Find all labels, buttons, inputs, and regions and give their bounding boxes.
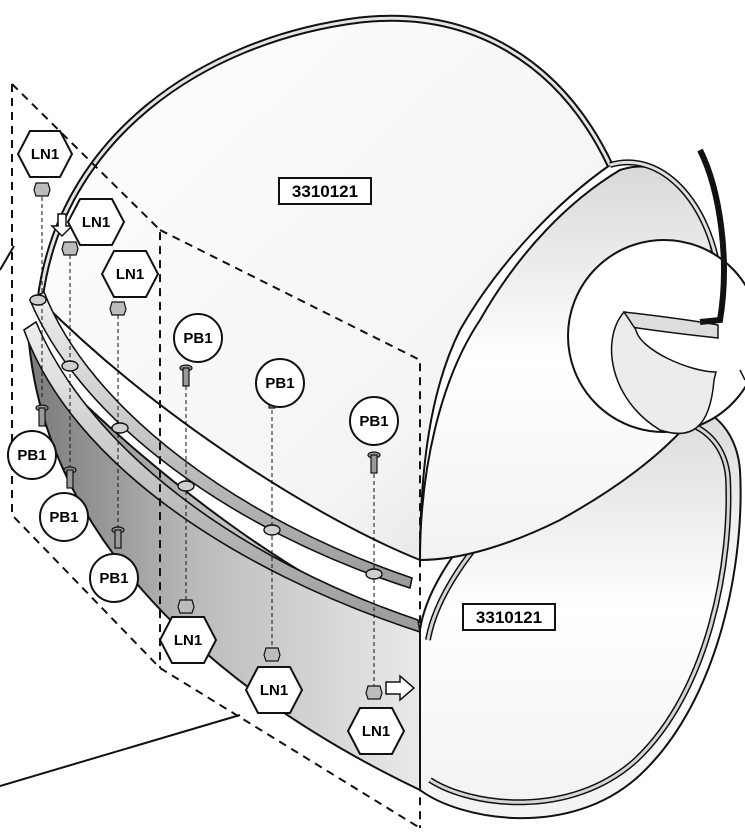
detail-magnifier — [567, 148, 745, 435]
nut-callout-label: LN1 — [82, 214, 110, 231]
bolt-callout-label: PB1 — [359, 413, 388, 430]
bolt-callout-label: PB1 — [49, 509, 78, 526]
part-number-lower: 3310121 — [476, 608, 542, 627]
nut-callout-label: LN1 — [174, 632, 202, 649]
nut-callout-label: LN1 — [116, 266, 144, 283]
nut-callout-label: LN1 — [260, 682, 288, 699]
bolt-callout: PB1 — [255, 358, 305, 408]
bolt-callout-label: PB1 — [183, 330, 212, 347]
exploded-view-outline — [11, 83, 421, 829]
upper-panel — [36, 14, 614, 562]
nut-callout: LN1 — [66, 198, 126, 246]
nut-callout: LN1 — [244, 666, 304, 714]
bolt-callout: PB1 — [7, 430, 57, 480]
nut-callout: LN1 — [100, 250, 160, 298]
bolt-callout: PB1 — [173, 313, 223, 363]
alignment-arrow-upper — [50, 213, 74, 238]
bolt-callout-label: PB1 — [99, 570, 128, 587]
alignment-arrow-lower — [385, 674, 416, 702]
bolt-callout-label: PB1 — [265, 375, 294, 392]
upper-joint-flange — [28, 290, 413, 590]
nut-callout: LN1 — [158, 616, 218, 664]
bolt-callout: PB1 — [89, 553, 139, 603]
nut-callout-label: LN1 — [362, 723, 390, 740]
leader-lines — [0, 245, 241, 787]
part-number-upper: 3310121 — [292, 182, 358, 201]
bolt-callout: PB1 — [39, 492, 89, 542]
nut-callout: LN1 — [16, 130, 74, 178]
part-label-lower: 3310121 — [462, 603, 556, 631]
part-label-upper: 3310121 — [278, 177, 372, 205]
nut-callout-label: LN1 — [31, 146, 59, 163]
fastener-hardware — [29, 182, 383, 700]
lower-joint-flange — [23, 320, 422, 634]
bolt-callout-label: PB1 — [17, 447, 46, 464]
bolt-callout: PB1 — [349, 396, 399, 446]
nut-callout: LN1 — [346, 707, 406, 755]
